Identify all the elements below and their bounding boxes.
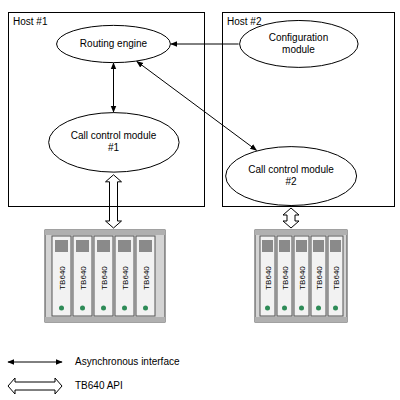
process-ellipse: Call control module #1 bbox=[48, 112, 180, 173]
rack-chassis bbox=[45, 230, 165, 322]
card-led bbox=[143, 306, 148, 311]
card-panel bbox=[328, 236, 343, 316]
card-panel bbox=[136, 236, 155, 316]
process-ellipse: Call control module #2 bbox=[225, 146, 357, 206]
card-led bbox=[333, 306, 338, 311]
api-block-arrow bbox=[106, 175, 122, 228]
host-label: Host #1 bbox=[13, 16, 47, 28]
rack-chassis bbox=[255, 230, 347, 322]
card-panel bbox=[311, 236, 326, 316]
ellipse-text-group: Call control module #2 bbox=[243, 164, 338, 188]
card-led bbox=[282, 306, 287, 311]
process-label: Call control module #2 bbox=[243, 164, 338, 188]
card-label: TB640 bbox=[314, 266, 323, 290]
card-panel bbox=[115, 236, 134, 316]
chassis-rail bbox=[45, 317, 165, 322]
chassis-frame bbox=[45, 230, 165, 322]
card-label: TB640 bbox=[120, 266, 129, 290]
ellipse-text-group: Configuration module bbox=[261, 32, 336, 56]
card-label: TB640 bbox=[280, 266, 289, 290]
card-led bbox=[316, 306, 321, 311]
card-panel bbox=[52, 236, 71, 316]
legend-label: TB640 API bbox=[75, 380, 123, 392]
ellipse-shape bbox=[57, 25, 171, 62]
ellipse-shape bbox=[226, 147, 357, 206]
process-ellipse: Routing engine bbox=[56, 25, 171, 63]
chassis-rail bbox=[255, 230, 347, 235]
card-latch bbox=[279, 240, 290, 252]
legend-block-arrow-sample bbox=[8, 378, 62, 394]
chassis-frame bbox=[255, 230, 347, 322]
ellipse-text-group: Routing engine bbox=[80, 38, 147, 50]
card-label: TB640 bbox=[57, 266, 66, 290]
process-ellipse: Configuration module bbox=[239, 20, 359, 68]
async-connector bbox=[113, 63, 114, 112]
card-label: TB640 bbox=[297, 266, 306, 290]
card-led bbox=[101, 306, 106, 311]
card-panel bbox=[294, 236, 309, 316]
legend-arrow-sample bbox=[8, 362, 62, 363]
ellipse-shape bbox=[48, 113, 178, 173]
card-led bbox=[80, 306, 85, 311]
process-label: Configuration module bbox=[261, 32, 336, 56]
ellipse-shape bbox=[239, 21, 357, 68]
process-label: Routing engine bbox=[80, 38, 147, 50]
card-latch bbox=[330, 240, 341, 252]
chassis-rail bbox=[45, 230, 165, 235]
card-latch bbox=[97, 240, 110, 252]
card-panel bbox=[73, 236, 92, 316]
card-panel bbox=[260, 236, 275, 316]
card-label: TB640 bbox=[99, 266, 108, 290]
ellipse-text-group: Call control module #1 bbox=[66, 130, 161, 154]
card-latch bbox=[118, 240, 131, 252]
legend-label: Asynchronous interface bbox=[75, 356, 180, 368]
card-led bbox=[299, 306, 304, 311]
card-latch bbox=[296, 240, 307, 252]
host-box: Host #2Configuration moduleCall control … bbox=[222, 12, 395, 207]
card-latch bbox=[139, 240, 152, 252]
card-panel bbox=[94, 236, 113, 316]
card-panel bbox=[277, 236, 292, 316]
api-block-arrow bbox=[283, 208, 299, 228]
chassis-rail bbox=[255, 317, 347, 322]
card-led bbox=[122, 306, 127, 311]
card-latch bbox=[55, 240, 68, 252]
card-label: TB640 bbox=[78, 266, 87, 290]
card-label: TB640 bbox=[141, 266, 150, 290]
card-led bbox=[59, 306, 64, 311]
process-label: Call control module #1 bbox=[66, 130, 161, 154]
hardware-rack: TB640 TB640 TB640 TB640 TB640 bbox=[255, 230, 347, 322]
card-label: TB640 bbox=[263, 266, 272, 290]
card-label: TB640 bbox=[331, 266, 340, 290]
hardware-rack: TB640 TB640 TB640 TB640 TB640 bbox=[45, 230, 165, 322]
card-latch bbox=[76, 240, 89, 252]
card-latch bbox=[262, 240, 273, 252]
card-latch bbox=[313, 240, 324, 252]
host-label: Host #2 bbox=[227, 16, 261, 28]
host-box: Host #1 Routing engineCall control module… bbox=[8, 12, 205, 207]
card-led bbox=[265, 306, 270, 311]
